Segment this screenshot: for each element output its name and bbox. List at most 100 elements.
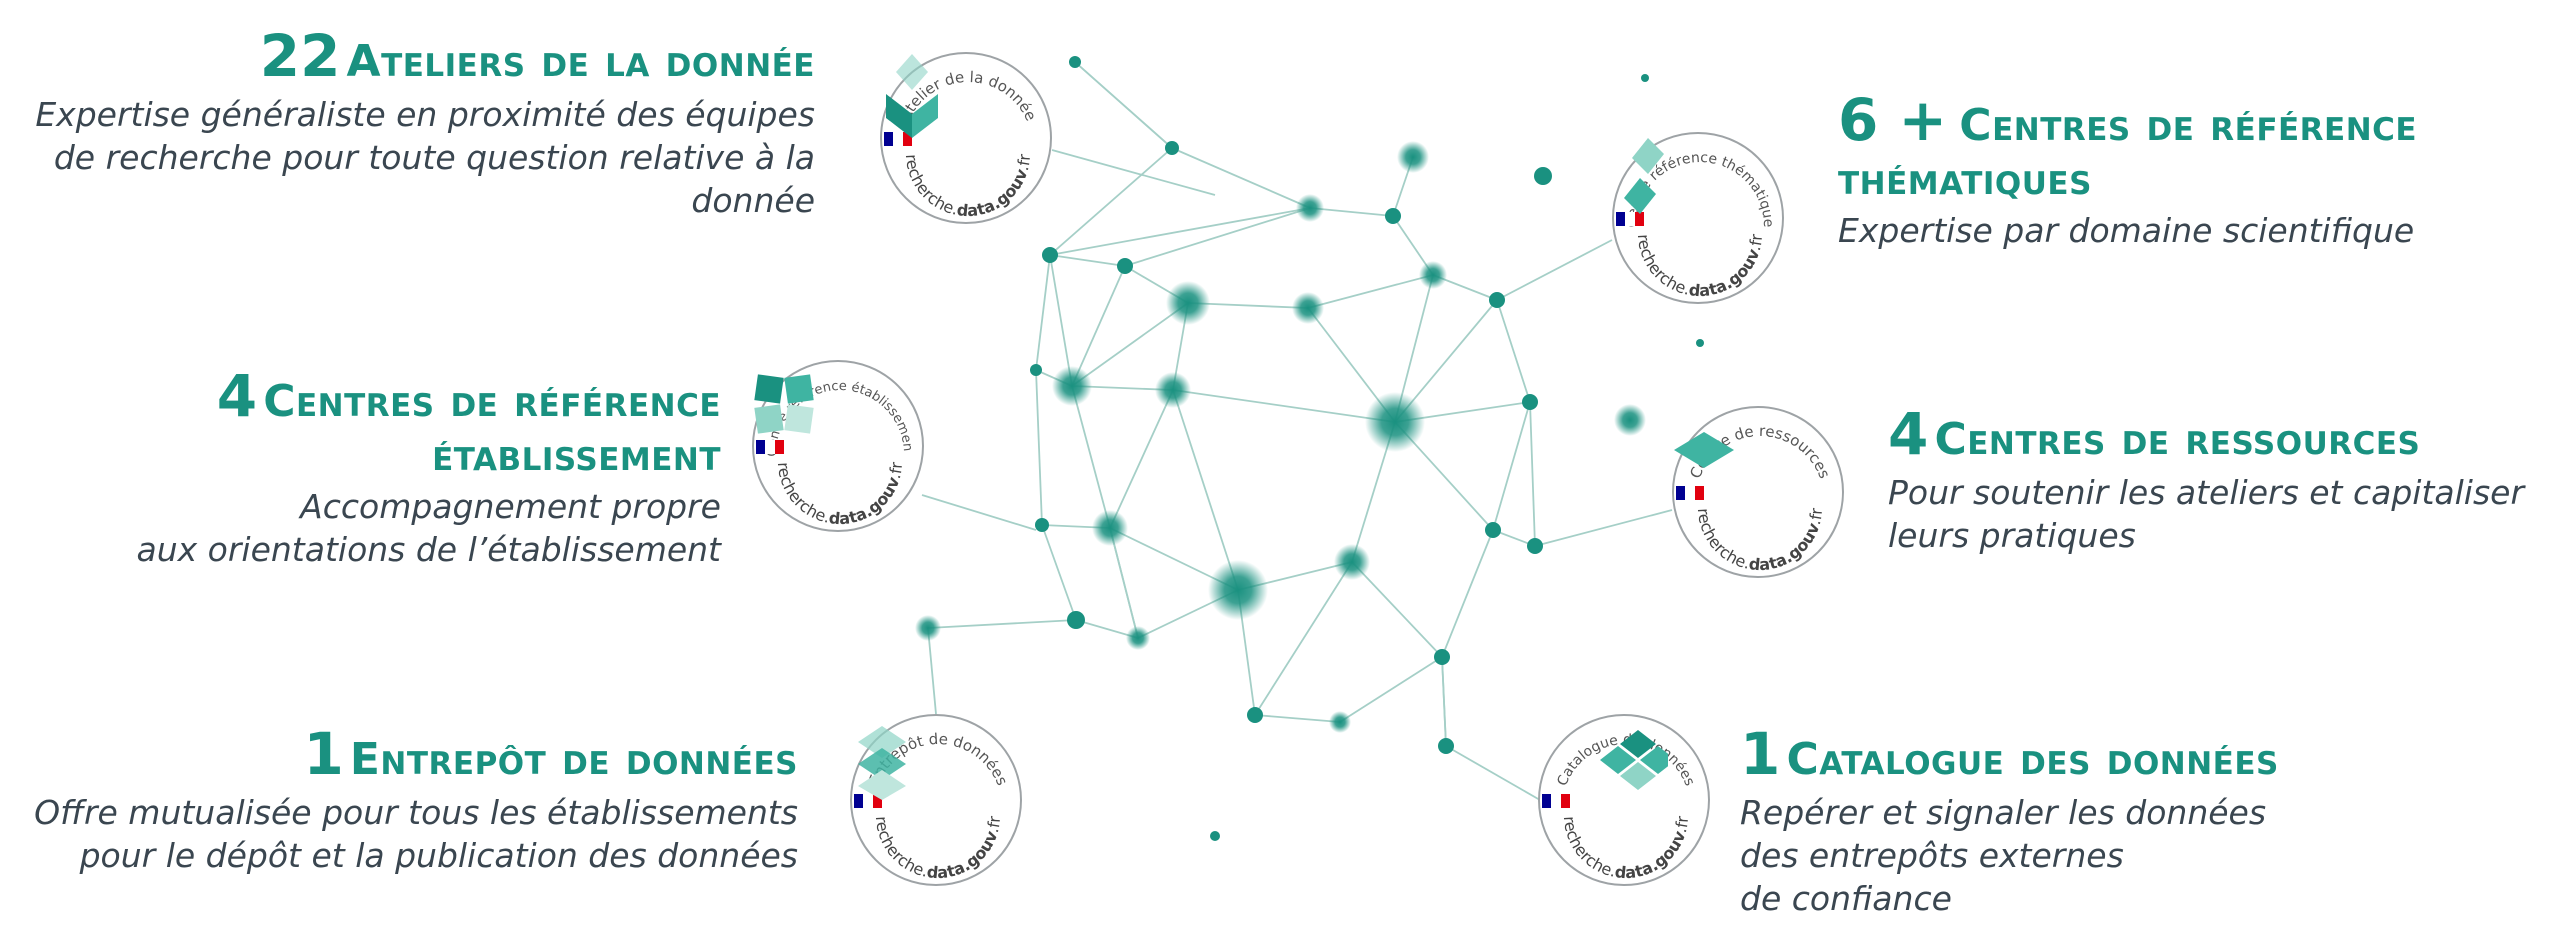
network-edge <box>1254 561 1353 716</box>
badge-thematique: Centre référence thématique recherche.da… <box>1612 132 1784 304</box>
network-edge <box>1441 656 1447 747</box>
french-flag-icon <box>1542 794 1570 808</box>
connector-line <box>1051 149 1216 196</box>
network-node <box>1485 522 1501 538</box>
ressources-description: Pour soutenir les ateliers et capitalise… <box>1888 473 2525 556</box>
network-node <box>1067 611 1085 629</box>
ressources-heading: 4 Centres de ressources <box>1888 400 2421 468</box>
network-edge <box>1049 254 1126 267</box>
svg-text:recherche.data.gouv.fr: recherche.data.gouv.fr <box>902 153 1034 220</box>
network-node <box>1296 194 1324 222</box>
ateliers-description: Expertise généraliste en proximité des é… <box>35 95 815 221</box>
network-node <box>1030 364 1042 376</box>
network-edge <box>1074 61 1173 149</box>
network-node <box>1292 292 1324 324</box>
catalogue-icon <box>1600 730 1668 790</box>
french-flag-icon <box>1676 486 1704 500</box>
network-edge <box>1351 561 1443 658</box>
network-edge <box>1124 207 1311 267</box>
network-node <box>1534 167 1552 185</box>
network-edge <box>1109 389 1174 529</box>
network-edge <box>1254 714 1341 723</box>
network-node <box>1042 247 1058 263</box>
atelier-icon <box>886 54 938 138</box>
connector-line <box>1496 239 1613 301</box>
network-node <box>1696 339 1704 347</box>
crt-description: Expertise par domaine scientifique <box>1838 211 2415 251</box>
catalogue-heading: 1 Catalogue des données <box>1740 720 2279 788</box>
network-node <box>1035 518 1049 532</box>
french-flag-icon <box>756 440 784 454</box>
network-edge <box>1049 207 1311 256</box>
svg-text:recherche.data.gouv.fr: recherche.data.gouv.fr <box>1694 507 1826 574</box>
network-node <box>1385 208 1401 224</box>
network-node <box>1419 261 1447 289</box>
network-edge <box>1071 385 1111 529</box>
network-node <box>1092 510 1128 546</box>
network-node <box>1126 626 1150 650</box>
entrepot-description: Offre mutualisée pour tous les établisse… <box>34 793 798 876</box>
network-edge <box>1071 265 1126 387</box>
french-flag-icon <box>854 794 882 808</box>
network-edge <box>1035 254 1051 371</box>
network-edge <box>1171 147 1311 209</box>
connector-line <box>921 494 1037 531</box>
network-node <box>1069 56 1081 68</box>
network-node <box>1155 372 1191 408</box>
network-edge <box>1049 147 1173 256</box>
cre-block: 4 Centres de référence établissement Acc… <box>137 362 722 572</box>
badge-etablissement: Centre référence établissement recherche… <box>752 360 924 532</box>
network-edge <box>1041 524 1077 621</box>
network-edge <box>1035 369 1043 526</box>
network-edge <box>1307 274 1434 309</box>
network-node <box>1117 258 1133 274</box>
network-node <box>1052 366 1092 406</box>
connector-line <box>927 627 937 715</box>
ateliers-block: 22 Ateliers de la donnée Expertise génér… <box>35 22 815 223</box>
crt-heading: 6 + Centres de référence thématiques <box>1838 86 2418 206</box>
resources-icon <box>1674 432 1734 468</box>
badge-entrepot: Entrepôt de données recherche.data.gouv.… <box>850 714 1022 886</box>
french-flag-icon <box>884 132 912 146</box>
french-flag-icon <box>1616 212 1644 226</box>
network-node <box>1434 649 1450 665</box>
network-edge <box>1172 389 1239 591</box>
network-node <box>1527 538 1543 554</box>
network-node <box>1208 560 1268 620</box>
svg-text:recherche.data.gouv.fr: recherche.data.gouv.fr <box>774 461 906 528</box>
svg-text:recherche.data.gouv.fr: recherche.data.gouv.fr <box>1560 815 1692 882</box>
thematic-icon <box>1624 138 1664 214</box>
ateliers-heading: 22 Ateliers de la donnée <box>259 22 815 90</box>
svg-text:recherche.data.gouv.fr: recherche.data.gouv.fr <box>872 815 1004 882</box>
cre-heading: 4 Centres de référence établissement <box>216 362 721 482</box>
network-edge <box>1071 302 1189 387</box>
badge-ressources: Centre de ressources recherche.data.gouv… <box>1672 406 1844 578</box>
network-node <box>1641 74 1649 82</box>
network-edge <box>927 619 1077 629</box>
network-node <box>1329 711 1351 733</box>
crt-block: 6 + Centres de référence thématiques Exp… <box>1838 86 2417 253</box>
network-node <box>1247 707 1263 723</box>
catalogue-block: 1 Catalogue des données Repérer et signa… <box>1740 720 2279 921</box>
network-node <box>1365 392 1425 452</box>
network-edge <box>1529 401 1536 547</box>
badge-catalogue: Catalogue de données recherche.data.gouv… <box>1538 714 1710 886</box>
connector-line <box>1445 745 1541 801</box>
ressources-block: 4 Centres de ressources Pour soutenir le… <box>1888 400 2524 558</box>
network-node <box>1166 281 1210 325</box>
network-node <box>915 615 941 641</box>
connector-line <box>1534 509 1673 547</box>
warehouse-icon <box>858 726 906 800</box>
network-edge <box>1339 656 1443 723</box>
network-node <box>1165 141 1179 155</box>
network-node <box>1438 738 1454 754</box>
network-edge <box>1492 401 1531 531</box>
network-node <box>1397 141 1429 173</box>
network-edge <box>1496 299 1531 403</box>
network-edge <box>1109 527 1139 639</box>
entrepot-block: 1 Entrepôt de données Offre mutualisée p… <box>34 720 798 878</box>
network-node <box>1489 292 1505 308</box>
establishment-icon <box>754 374 814 434</box>
